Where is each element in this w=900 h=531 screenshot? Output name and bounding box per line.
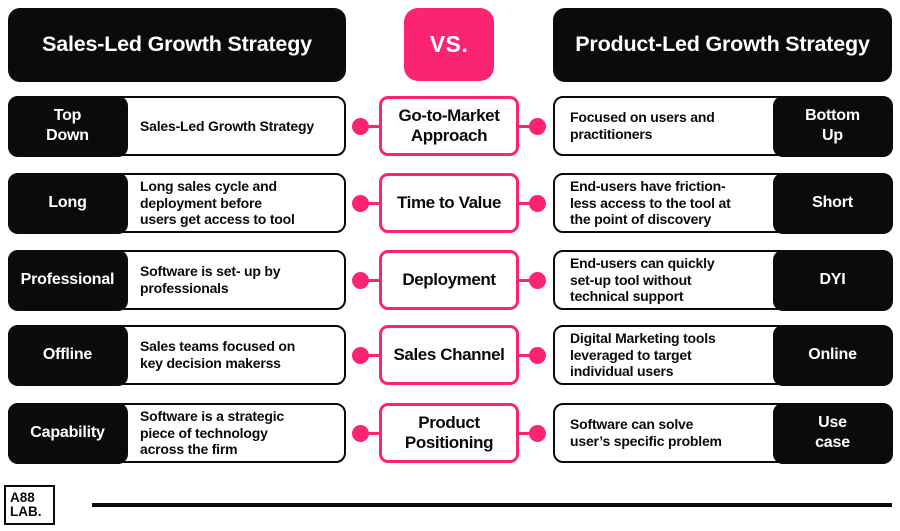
comparison-row-deployment: Professional Software is set- up by prof… [0, 249, 900, 311]
topic-box: Sales Channel [379, 325, 519, 385]
right-description: Software can solve user’s specific probl… [570, 416, 722, 449]
right-label: Short [772, 172, 893, 234]
right-cell: End-users have friction- less access to … [553, 172, 893, 234]
right-label: Online [772, 324, 893, 386]
topic-box: Deployment [379, 250, 519, 310]
left-cell: Top Down Sales-Led Growth Strategy [7, 95, 346, 157]
comparison-row-sales-channel: Offline Sales teams focused on key decis… [0, 324, 900, 386]
connector-dot-left [352, 346, 369, 364]
connector-dot-left [352, 194, 369, 212]
left-cell: Offline Sales teams focused on key decis… [7, 324, 346, 386]
connector-dot-right [529, 424, 546, 442]
footer-divider-line [92, 503, 892, 507]
connector-line-left [358, 124, 380, 128]
right-cell: Digital Marketing tools leveraged to tar… [553, 324, 893, 386]
right-cell: End-users can quickly set-up tool withou… [553, 249, 893, 311]
connector-dot-right [529, 271, 546, 289]
topic-box: Product Positioning [379, 403, 519, 463]
comparison-row-time-to-value: Long Long sales cycle and deployment bef… [0, 172, 900, 234]
sales-led-header: Sales-Led Growth Strategy [8, 8, 346, 82]
right-description: Focused on users and practitioners [570, 109, 715, 142]
topic-box: Time to Value [379, 173, 519, 233]
left-label: Capability [7, 402, 128, 464]
connector-dot-right [529, 346, 546, 364]
a88lab-logo: A88 LAB. [4, 485, 55, 525]
connector-dot-right [529, 194, 546, 212]
right-label: DYI [772, 249, 893, 311]
left-label: Top Down [7, 95, 128, 157]
connector-dot-right [529, 117, 546, 135]
connector-dot-left [352, 271, 369, 289]
left-cell: Professional Software is set- up by prof… [7, 249, 346, 311]
connector-line-left [358, 431, 380, 435]
connector-dot-left [352, 117, 369, 135]
comparison-row-product-positioning: Capability Software is a strategic piece… [0, 402, 900, 464]
connector-line-left [358, 353, 380, 357]
connector-dot-left [352, 424, 369, 442]
left-cell: Long Long sales cycle and deployment bef… [7, 172, 346, 234]
left-cell: Capability Software is a strategic piece… [7, 402, 346, 464]
product-led-header: Product-Led Growth Strategy [553, 8, 892, 82]
left-description: Long sales cycle and deployment before u… [140, 178, 295, 228]
left-description: Sales-Led Growth Strategy [140, 117, 314, 134]
left-description: Sales teams focused on key decision make… [140, 338, 296, 371]
right-cell: Focused on users and practitioners Botto… [553, 95, 893, 157]
right-label: Bottom Up [772, 95, 893, 157]
right-cell: Software can solve user’s specific probl… [553, 402, 893, 464]
logo-text-line1: A88 [10, 489, 35, 505]
topic-box: Go-to-Market Approach [379, 96, 519, 156]
comparison-row-go-to-market: Top Down Sales-Led Growth Strategy Go-to… [0, 95, 900, 157]
connector-line-left [358, 278, 380, 282]
right-description: End-users can quickly set-up tool withou… [570, 255, 715, 305]
right-label: Use case [772, 402, 893, 464]
left-label: Professional [7, 249, 128, 311]
left-description: Software is set- up by professionals [140, 263, 281, 296]
vs-badge: VS. [404, 8, 494, 81]
left-description: Software is a strategic piece of technol… [140, 408, 285, 458]
right-description: Digital Marketing tools leveraged to tar… [570, 330, 716, 380]
left-label: Offline [7, 324, 128, 386]
left-label: Long [7, 172, 128, 234]
right-description: End-users have friction- less access to … [570, 178, 731, 228]
logo-text-line2: LAB. [10, 504, 42, 519]
connector-line-left [358, 201, 380, 205]
